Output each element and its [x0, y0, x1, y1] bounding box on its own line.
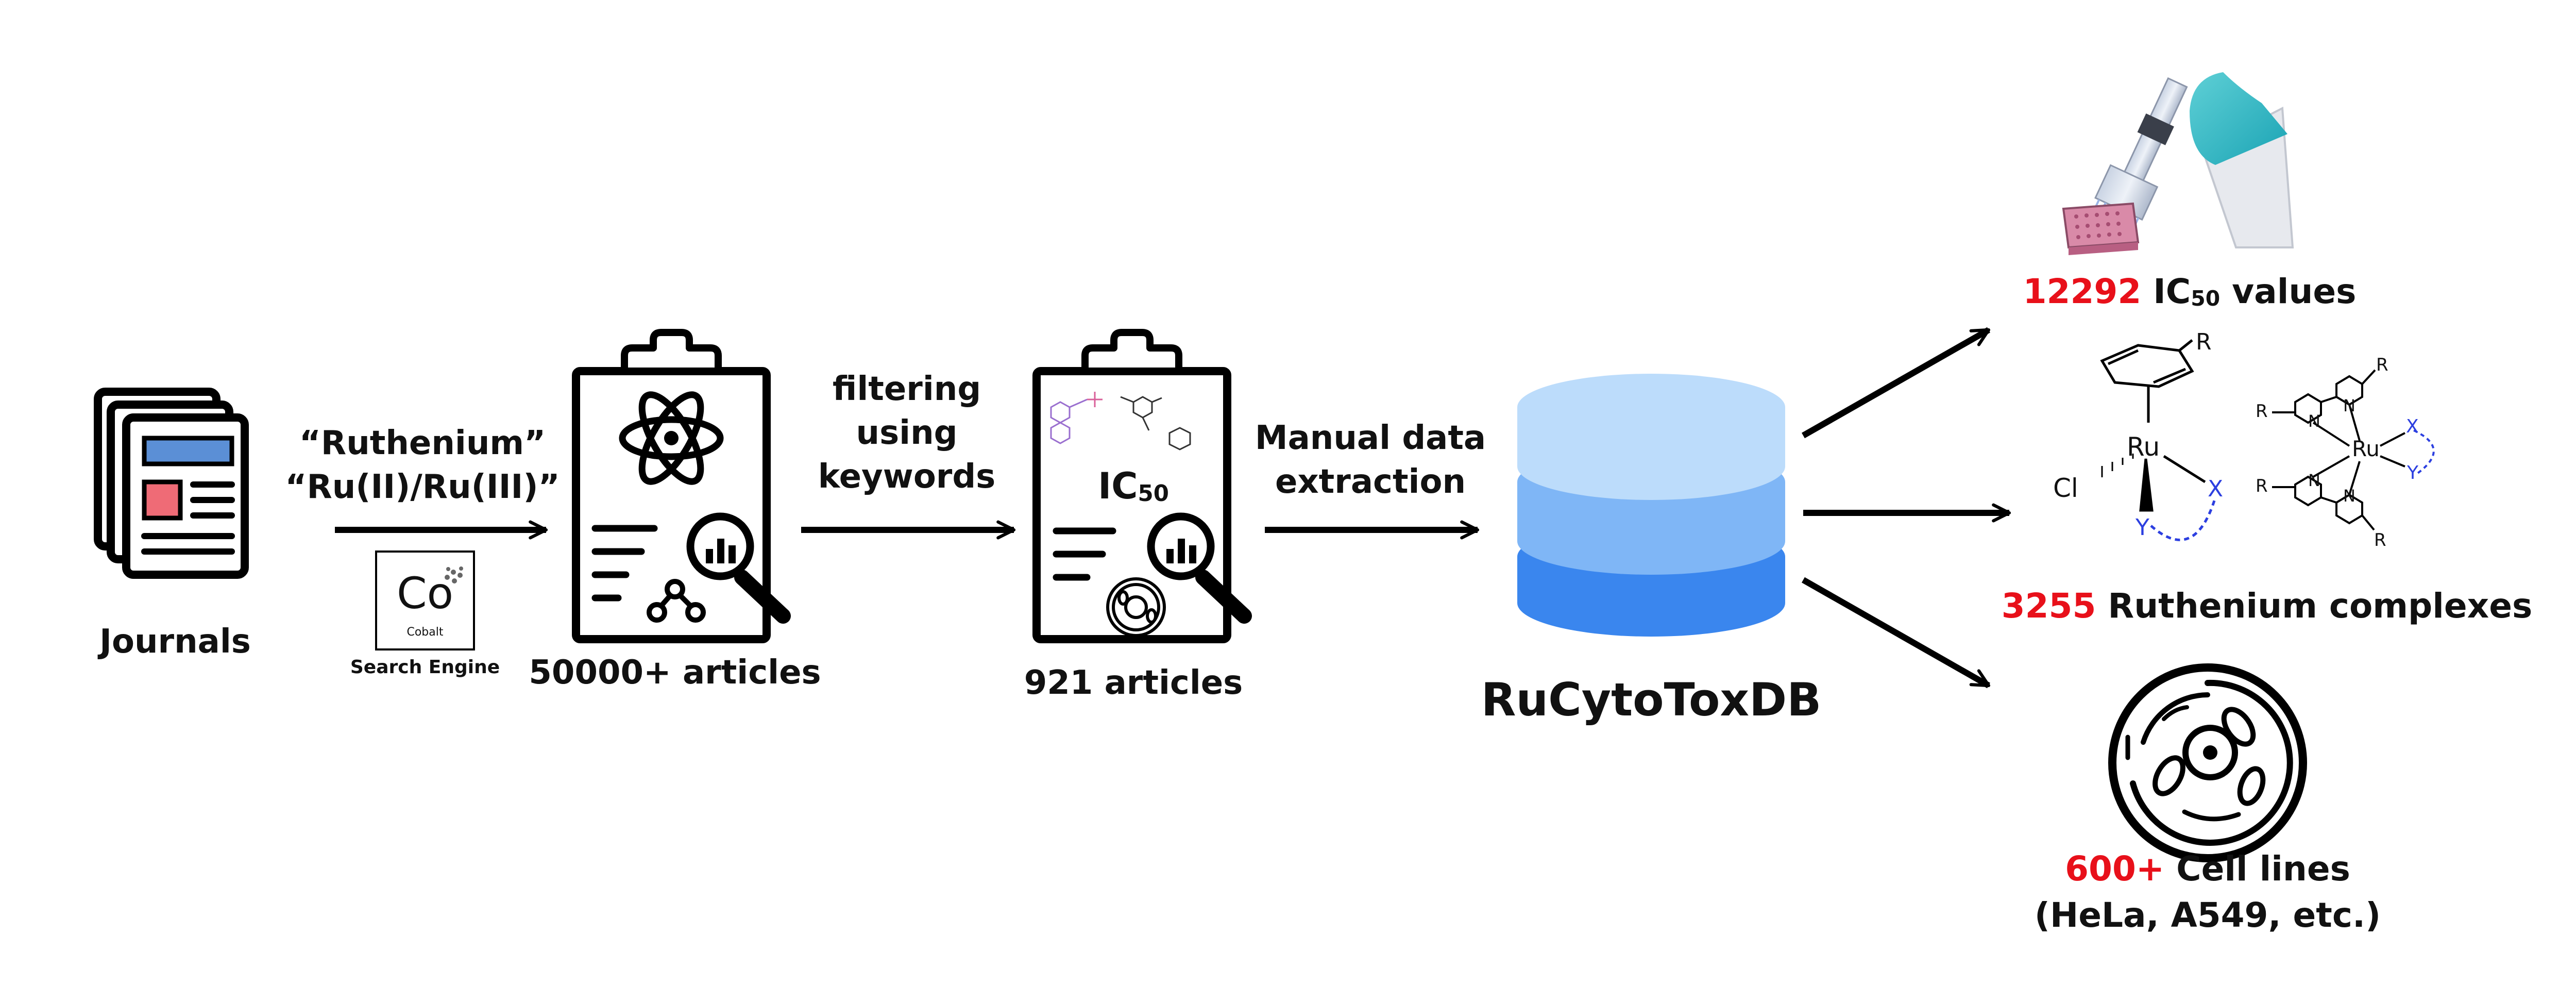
chem-cl: Cl [2053, 473, 2078, 503]
ic50-main: IC [2141, 272, 2191, 311]
cells-examples-label: (HeLa, A549, etc.) [2034, 895, 2381, 935]
complexes-count: 3255 [2001, 586, 2096, 626]
chem-y-1: Y [2136, 514, 2149, 541]
chem-n-3: N [2308, 471, 2320, 490]
chem-r-1: R [2196, 329, 2212, 355]
cobalt-logo-symbol: Co [396, 568, 454, 619]
chem-r-3: R [2376, 355, 2388, 375]
pipette-well-plate-icon [2062, 72, 2294, 255]
cells-count: 600+ [2065, 849, 2165, 889]
chem-y-2: Y [2407, 462, 2418, 483]
ic50-clipboard-main: IC [1098, 465, 1138, 507]
arrow-to-ic50 [1802, 327, 1991, 439]
chem-x-2: X [2406, 416, 2419, 437]
ruthenium-arene-complex [2100, 339, 2217, 541]
arrow-to-cells [1802, 577, 1991, 689]
filtered-articles-label: 921 articles [1024, 664, 1243, 702]
filter-line-3: keywords [818, 458, 996, 496]
ic50-tail: values [2220, 272, 2357, 311]
search-term-2: “Ru(II)/Ru(III)” [285, 468, 560, 506]
cells-output-label: 600+ Cell lines [1984, 850, 2432, 888]
ic50-sub: 50 [2191, 286, 2221, 311]
chem-ru-1: Ru [2127, 432, 2160, 462]
ruthenium-bipyridine-complex [2272, 369, 2435, 531]
chem-r-2: R [2256, 401, 2268, 422]
ic50-output-label: 12292 IC50 values [1984, 273, 2396, 311]
filter-line-2: using [856, 414, 958, 452]
ic50-count: 12292 [2023, 272, 2142, 311]
filter-line-1: filtering [832, 370, 981, 408]
search-term-1: “Ruthenium” [299, 424, 546, 462]
cell-icon [2108, 663, 2307, 862]
chem-x-1: X [2208, 476, 2224, 502]
ic50-clipboard-sub: 50 [1138, 481, 1169, 507]
cells-label: Cell lines [2164, 849, 2350, 889]
cobalt-logo [375, 550, 475, 650]
chem-r-5: R [2374, 530, 2386, 550]
extraction-line-1: Manual data [1255, 419, 1486, 457]
chem-n-1: N [2308, 411, 2320, 431]
clipboard-research-icon [572, 329, 791, 643]
database-name: RuCytoToxDB [1481, 673, 1822, 726]
journal-stack-icon [94, 388, 249, 579]
journals-label: Journals [99, 623, 251, 661]
search-engine-label: Search Engine [350, 657, 500, 678]
chem-r-4: R [2256, 476, 2268, 496]
chem-n-4: N [2343, 486, 2355, 506]
extraction-line-2: extraction [1275, 463, 1466, 501]
complexes-label: Ruthenium complexes [2096, 586, 2533, 626]
chem-ru-2: Ru [2352, 436, 2380, 461]
complexes-output-label: 3255 Ruthenium complexes [1978, 586, 2555, 626]
chem-n-2: N [2343, 396, 2355, 415]
cobalt-logo-subtitle: Cobalt [406, 626, 444, 639]
ic50-clipboard-label: IC50 [1061, 466, 1206, 506]
all-articles-label: 50000+ articles [529, 654, 821, 692]
database-cylinder-icon [1517, 374, 1785, 637]
clipboard-filtered-icon [1032, 329, 1252, 643]
